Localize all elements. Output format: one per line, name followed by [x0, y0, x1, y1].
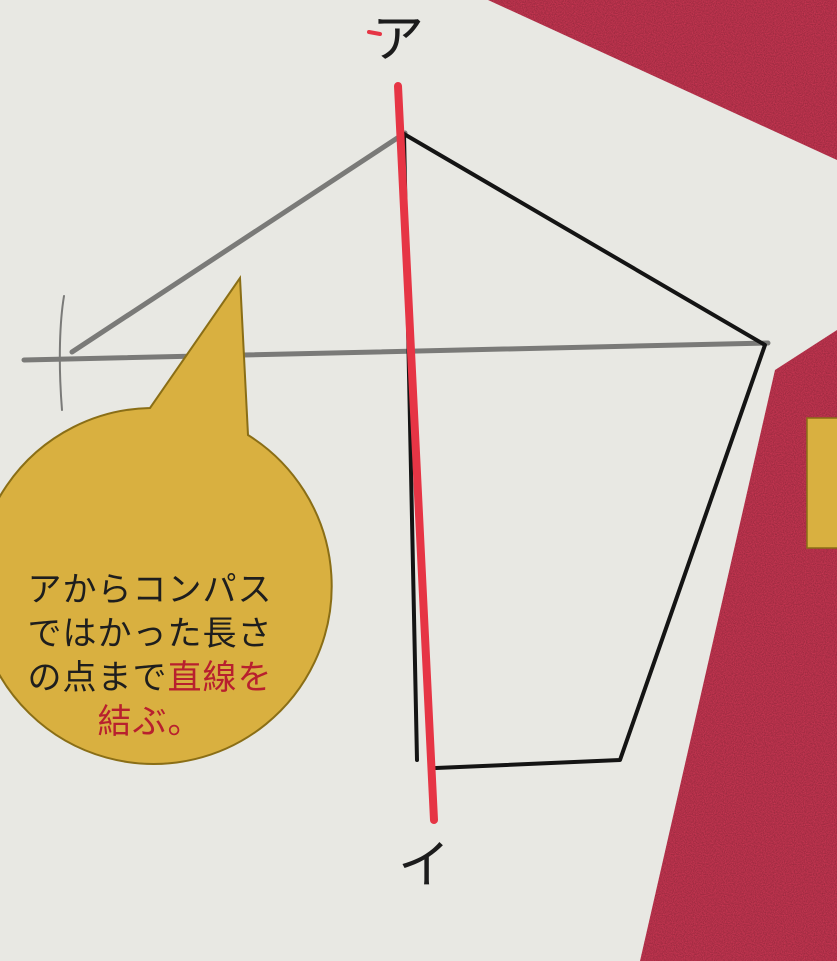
callout-line-4: 結ぶ。: [97, 702, 203, 742]
pencil-diagonal-line: [69, 130, 408, 355]
callout-line-1: アからコンパス: [27, 570, 273, 610]
speech-bubble-callout: [0, 275, 333, 765]
pencil-compass-arc: [58, 295, 65, 411]
point-label-a: ア: [372, 10, 425, 70]
pencil-guides: [21, 130, 771, 411]
pencil-horizontal-line: [21, 340, 771, 363]
callout-highlight: 直線を: [167, 658, 273, 698]
callout-line-2: ではかった長さ: [27, 614, 273, 654]
red-mark-top: [367, 30, 382, 36]
callout-text: アからコンパス ではかった長さ の点まで直線を 結ぶ。: [0, 568, 340, 744]
callout-line-3: の点まで直線を: [0, 656, 340, 700]
arrow-tab: [806, 417, 837, 549]
red-axis-line: [394, 82, 438, 824]
callout-line-3-prefix: の点まで: [27, 658, 168, 698]
point-label-i: イ: [398, 836, 451, 896]
